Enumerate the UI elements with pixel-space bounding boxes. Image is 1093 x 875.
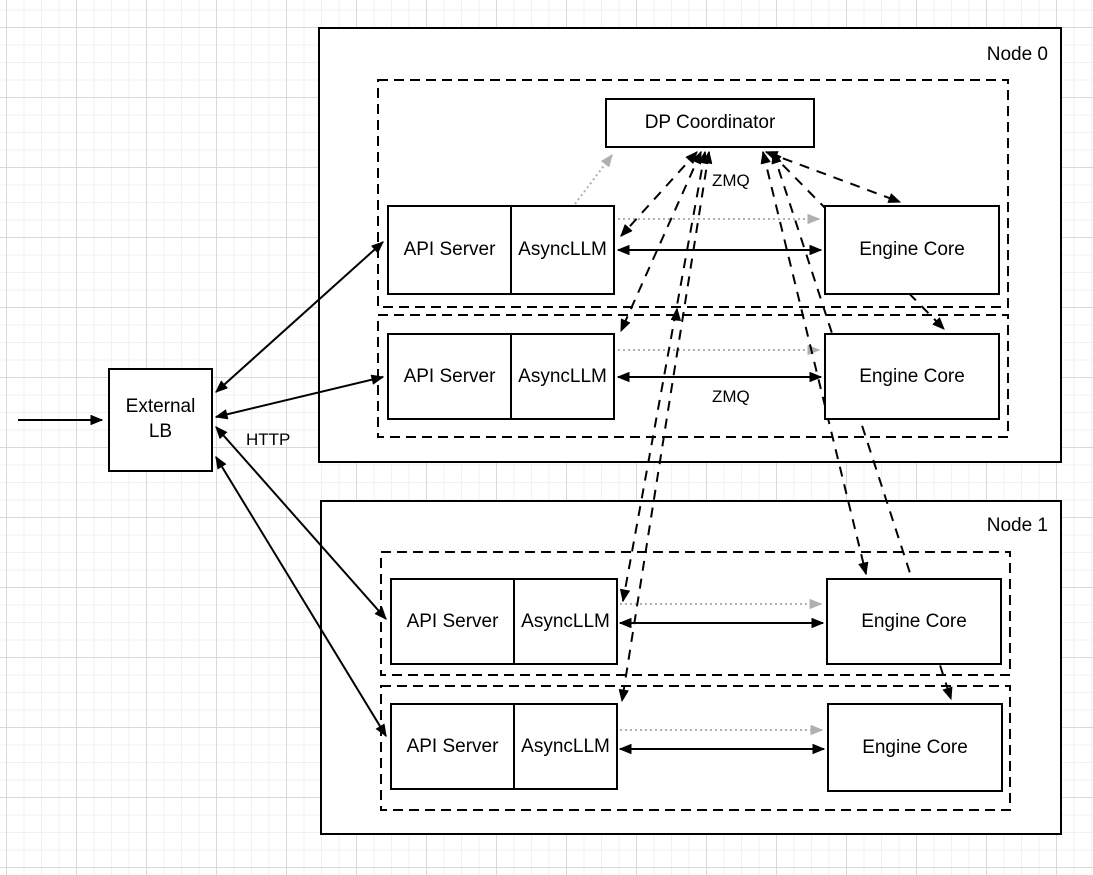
lb-node1-row1-arrow [216,427,386,619]
zmq-edge-label-row1: ZMQ [712,171,750,190]
http-edge-label: HTTP [246,430,291,449]
node0-label: Node 0 [986,44,1048,65]
lb-node0-row2-arrow [216,377,383,417]
node1-row2-asyncllm-label: AsyncLLM [521,735,610,757]
node1-row1-apiserver-asyncllm-box: API Server AsyncLLM [390,578,618,665]
node0-row1-engine-core-box: Engine Core [824,205,1000,295]
node0-row1-api-server-label: API Server [389,207,512,293]
group-border-up-arrowhead [676,309,677,319]
lb-node0-row1-arrow [216,242,383,392]
node1-row1-api-server-label: API Server [392,580,515,663]
coordinator-engine-n1r2-dashed [773,152,951,699]
node1-row1-engine-core-box: Engine Core [826,578,1002,665]
node0-row2-api-server-label: API Server [389,335,512,418]
node1-row1-asyncllm-label: AsyncLLM [521,610,610,632]
node0-row1-asyncllm-label: AsyncLLM [518,239,607,260]
coordinator-async-n1r2-dashed [622,152,709,701]
node1-row2-api-server-label: API Server [392,705,515,788]
external-lb-box: External LB [108,368,213,472]
node1-group2-dashed-box [380,685,1011,811]
node0-row2-asyncllm-label: AsyncLLM [518,365,607,387]
async-to-coordinator-dotted-arrow [574,155,613,205]
external-lb-line2: LB [148,421,173,442]
node1-label: Node 1 [986,515,1048,536]
node1-row2-engine-core-box: Engine Core [827,703,1003,792]
external-lb-label: External LB [126,395,196,444]
node1-row2-apiserver-asyncllm-box: API Server AsyncLLM [390,703,618,790]
lb-node1-row2-arrow [215,457,387,736]
external-lb-line1: External [125,396,196,418]
node0-row2-engine-core-box: Engine Core [824,333,1000,420]
node0-row2-apiserver-asyncllm-box: API Server AsyncLLM [387,333,615,420]
dp-coordinator-box: DP Coordinator [605,98,815,148]
node0-row1-apiserver-asyncllm-box: API Server AsyncLLM [387,205,615,295]
zmq-edge-label-row2: ZMQ [712,387,750,406]
coordinator-async-n0r1-dashed [621,152,697,236]
